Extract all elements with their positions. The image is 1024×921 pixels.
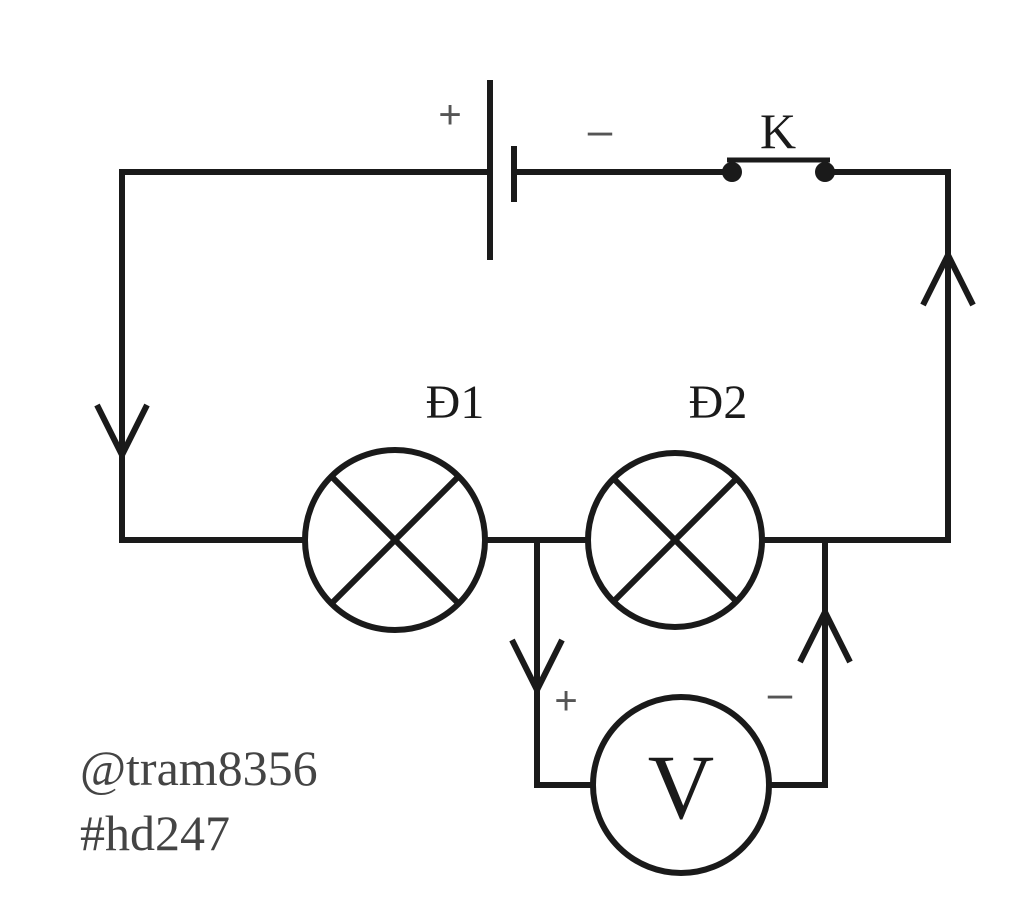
lamp-d1-body [302,447,488,633]
switch-contact-right [815,162,835,182]
voltmeter-wire-right [770,540,828,788]
watermark: @tram8356 #hd247 [80,740,318,861]
switch-k: K [722,103,835,182]
lamp-d2-body [585,450,765,630]
switch-label: K [760,103,796,159]
lamp-d2-label: Đ2 [689,376,748,429]
lamp-d2: Đ2 [585,376,765,630]
voltmeter-label: V [648,736,714,838]
voltmeter-minus-sign: – [768,669,793,718]
lamp-d2-cross-b [611,476,739,604]
watermark-tag: #hd247 [80,805,230,861]
battery-symbol: + – [438,80,613,260]
lamp-d1: Đ1 [302,376,488,633]
lamp-d1-label: Đ1 [426,376,485,429]
voltmeter-wire-left [534,540,592,788]
switch-contact-left [722,162,742,182]
arrow-up-voltmeter-icon [797,605,853,664]
voltmeter-branch: V + – [534,540,828,876]
voltmeter-plus-sign: + [554,679,577,723]
voltmeter-body [590,694,772,876]
lamp-d1-cross-b [328,473,462,607]
battery-minus-sign: – [588,106,613,155]
watermark-handle: @tram8356 [80,740,318,796]
wire-left-top [119,169,492,543]
arrow-up-right-icon [920,248,976,307]
arrow-down-left-icon [94,403,150,462]
wire-right [762,169,951,543]
battery-plus-sign: + [438,93,461,137]
current-arrows [94,248,976,697]
arrow-down-voltmeter-icon [509,638,565,697]
main-circuit-wires [119,169,951,543]
